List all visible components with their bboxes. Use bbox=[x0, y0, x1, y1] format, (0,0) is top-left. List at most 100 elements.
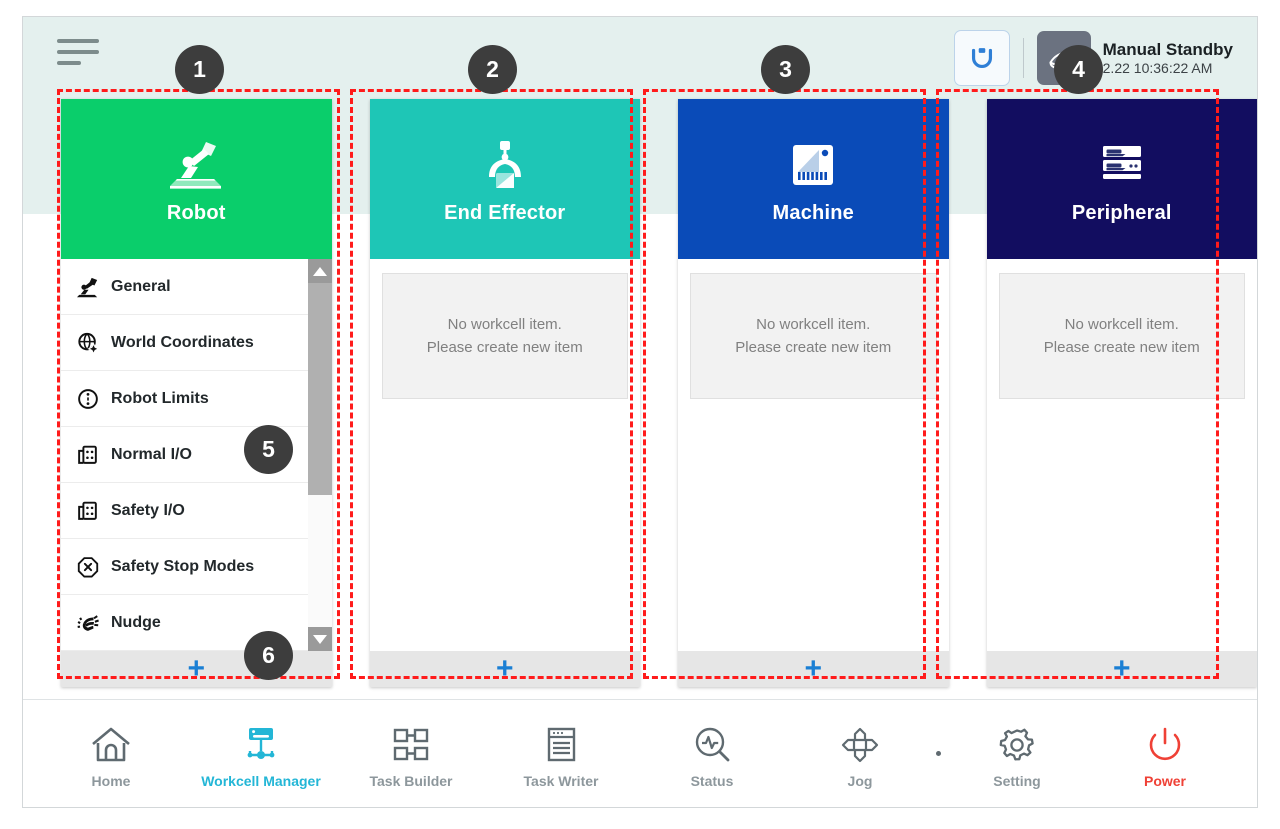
annotation-badge-4: 4 bbox=[1054, 45, 1103, 94]
empty-line-1: No workcell item. bbox=[756, 315, 871, 333]
empty-state: No workcell item. Please create new item bbox=[998, 273, 1245, 399]
robot-settings-list: General World Coordinat bbox=[61, 259, 332, 651]
workcell-column-end-effector: End Effector No workcell item. Please cr… bbox=[369, 99, 640, 687]
peripheral-glyph bbox=[1102, 145, 1141, 179]
scroll-up-button[interactable] bbox=[307, 259, 332, 283]
gripper-glyph bbox=[488, 140, 521, 188]
list-item[interactable]: General bbox=[61, 259, 332, 315]
workcell-column-peripheral: Peripheral No workcell item. Please crea… bbox=[986, 99, 1257, 687]
nudge-hand-icon bbox=[71, 612, 105, 634]
hamburger-line bbox=[57, 50, 99, 54]
list-item-label: Safety Stop Modes bbox=[111, 557, 255, 575]
nav-left-group: Home Workcell Manage bbox=[23, 719, 609, 789]
nav-label: Status bbox=[690, 772, 734, 789]
plus-icon: + bbox=[187, 652, 206, 685]
column-header-machine[interactable]: Machine bbox=[678, 99, 949, 259]
list-item[interactable]: Robot Limits bbox=[61, 371, 332, 427]
io-port-icon bbox=[71, 443, 105, 467]
plus-icon: + bbox=[804, 652, 823, 685]
add-end-effector-item-button[interactable]: + bbox=[369, 651, 640, 687]
nav-label: Task Writer bbox=[523, 772, 599, 789]
jog-dpad-icon bbox=[838, 719, 882, 765]
task-builder-icon bbox=[389, 719, 433, 765]
gear-icon bbox=[995, 719, 1039, 765]
annotation-badge-1: 1 bbox=[175, 45, 224, 94]
workcell-columns: Robot General bbox=[23, 99, 1257, 699]
machine-glyph bbox=[793, 144, 834, 185]
robot-connection-glyph bbox=[971, 48, 992, 68]
robot-arm-small-icon bbox=[71, 276, 105, 298]
status-title: Manual Standby bbox=[1102, 39, 1233, 59]
peripheral-rack-icon bbox=[1095, 134, 1149, 196]
empty-line-1: No workcell item. bbox=[1064, 315, 1179, 333]
list-item[interactable]: Safety Stop Modes bbox=[61, 539, 332, 595]
nav-item-status[interactable]: Status bbox=[664, 719, 760, 789]
separator-dot bbox=[936, 751, 941, 756]
nav-label: Setting bbox=[993, 772, 1041, 789]
power-icon bbox=[1143, 719, 1187, 765]
column-body-robot: General World Coordinat bbox=[61, 259, 332, 651]
nav-item-task-builder[interactable]: Task Builder bbox=[363, 719, 459, 789]
nav-item-workcell-manager[interactable]: Workcell Manager bbox=[201, 719, 321, 789]
column-header-peripheral[interactable]: Peripheral bbox=[986, 99, 1257, 259]
nav-item-setting[interactable]: Setting bbox=[969, 719, 1065, 789]
nav-item-home[interactable]: Home bbox=[63, 719, 159, 789]
list-item-label: Nudge bbox=[111, 613, 161, 631]
io-port-icon bbox=[71, 499, 105, 523]
column-body-peripheral: No workcell item. Please create new item bbox=[986, 259, 1257, 651]
list-item[interactable]: Nudge bbox=[61, 595, 332, 651]
annotation-badge-5: 5 bbox=[244, 425, 293, 474]
hamburger-line bbox=[57, 61, 81, 65]
hamburger-menu-icon[interactable] bbox=[57, 39, 105, 79]
workcell-area: Robot General bbox=[23, 99, 1257, 699]
workcell-column-robot: Robot General bbox=[61, 99, 332, 687]
add-peripheral-item-button[interactable]: + bbox=[986, 651, 1257, 687]
nav-label: Home bbox=[91, 772, 131, 789]
nav-label: Power bbox=[1143, 772, 1186, 789]
list-item[interactable]: Safety I/O bbox=[61, 483, 332, 539]
home-icon bbox=[89, 719, 133, 765]
list-item[interactable]: World Coordinates bbox=[61, 315, 332, 371]
add-machine-item-button[interactable]: + bbox=[678, 651, 949, 687]
list-scrollbar[interactable] bbox=[307, 259, 332, 651]
tablet-screen: Manual Standby 2.22 10:36:22 AM bbox=[22, 16, 1258, 808]
chevron-up-icon bbox=[312, 266, 327, 276]
column-body-end-effector: No workcell item. Please create new item bbox=[369, 259, 640, 651]
nav-item-power[interactable]: Power bbox=[1117, 719, 1213, 789]
stop-octagon-icon bbox=[71, 555, 105, 579]
plus-icon: + bbox=[1112, 652, 1131, 685]
empty-state: No workcell item. Please create new item bbox=[690, 273, 937, 399]
status-magnifier-icon bbox=[690, 719, 734, 765]
column-title: Peripheral bbox=[1071, 201, 1172, 224]
globe-coordinates-icon bbox=[71, 331, 105, 355]
plus-icon: + bbox=[495, 652, 514, 685]
divider bbox=[1022, 38, 1024, 78]
annotation-badge-3: 3 bbox=[761, 45, 810, 94]
list-item-label: Safety I/O bbox=[111, 501, 185, 519]
nav-label: Workcell Manager bbox=[201, 772, 321, 789]
machine-icon bbox=[787, 134, 839, 196]
column-title: Machine bbox=[772, 201, 854, 224]
column-body-machine: No workcell item. Please create new item bbox=[678, 259, 949, 651]
scrollbar-thumb[interactable] bbox=[307, 283, 332, 495]
nav-label: Jog bbox=[847, 772, 873, 789]
status-text: Manual Standby 2.22 10:36:22 AM bbox=[1103, 39, 1233, 78]
column-header-end-effector[interactable]: End Effector bbox=[369, 99, 640, 259]
robot-connection-icon[interactable] bbox=[953, 30, 1010, 86]
list-item-label: Normal I/O bbox=[111, 445, 192, 463]
column-header-robot[interactable]: Robot bbox=[61, 99, 332, 259]
nav-right-group: Status Jog bbox=[664, 719, 1257, 789]
limits-circle-icon bbox=[71, 387, 105, 411]
list-item-label: Robot Limits bbox=[111, 389, 209, 407]
task-writer-icon bbox=[539, 719, 583, 765]
empty-line-2: Please create new item bbox=[426, 339, 583, 356]
scroll-down-button[interactable] bbox=[307, 627, 332, 651]
annotation-badge-6: 6 bbox=[244, 631, 293, 680]
empty-line-1: No workcell item. bbox=[447, 315, 562, 333]
hamburger-line bbox=[57, 39, 99, 43]
nav-item-jog[interactable]: Jog bbox=[812, 719, 908, 789]
workcell-manager-icon bbox=[239, 719, 283, 765]
empty-state: No workcell item. Please create new item bbox=[381, 273, 628, 399]
nav-item-task-writer[interactable]: Task Writer bbox=[513, 719, 609, 789]
column-title: Robot bbox=[166, 201, 226, 224]
